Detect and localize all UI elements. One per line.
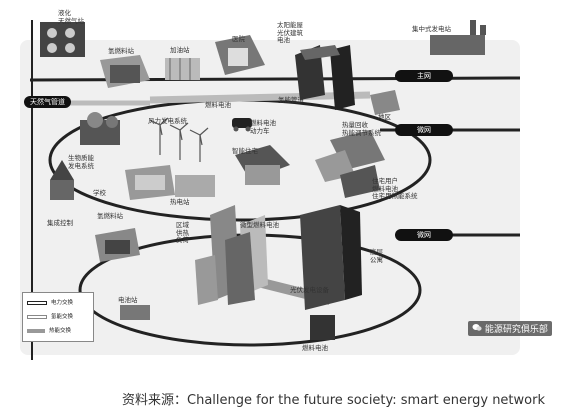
label-district: 地区 [378,113,391,121]
gas-station-icon [165,58,200,80]
label-wind-power: 风力发电系统 [148,117,187,125]
wind-turbines-icon [149,117,209,162]
label-zone-heat: 区域 供热 负荷 [176,221,189,244]
label-gas-station: 加油站 [170,46,190,54]
legend-row-hydrogen: 氢能交换 [27,312,73,320]
legend-row-heat: 热能交换 [27,326,71,334]
label-school: 学校 [93,189,106,197]
label-heat-pump: 热量回收 热能调节系统 [342,121,381,137]
wechat-icon [472,324,482,331]
tag-micro-grid-2: 微网 [395,229,453,241]
city-skyscrapers-icon [195,205,268,305]
lng-tank-icon [40,22,85,57]
source-caption: 资料来源：Challenge for the future society: s… [122,393,545,408]
label-fuel-cell-car: 燃料电池 动力车 [250,119,276,135]
label-hydrogen-station-bottom: 氢燃料站 [97,212,123,220]
biomass-plant-icon [80,112,120,145]
legend-row-power: 电力交换 [27,298,73,306]
school-icon [125,165,175,200]
label-fuel-cell-top: 燃料电池 [205,101,231,109]
label-hydrogen-pipe: 氢能管道 [278,96,304,104]
watermark: 能源研究俱乐部 [468,321,552,336]
fuel-cell-bottom-icon [310,315,335,340]
label-fuel-cell-bottom: 燃料电池 [302,344,328,352]
label-hydrogen-station-top: 氢燃料站 [108,47,134,55]
label-apartment: 高层 公寓 [370,248,383,264]
label-home-fuel-cell: 住宅用户 燃料电池 住宅用热能系统 [372,177,418,200]
legend-power-symbol [27,300,47,305]
label-cogeneration: 热电站 [170,198,190,206]
district-houses-icon [370,90,400,115]
diagram-background [20,40,520,355]
cogeneration-plant-icon [175,175,215,197]
tag-lng-pipeline: 天然气管道 [24,96,71,108]
label-solar-building: 太阳能屋 光伏建筑 电池 [277,21,303,44]
high-rise-apartment-icon [300,205,362,310]
label-solar-device: 光伏发电设备 [290,286,329,294]
smart-home-icon [235,145,290,185]
legend-hydrogen-symbol [27,314,47,319]
legend: 电力交换 氢能交换 热能交换 [22,292,94,342]
hydrogen-pipe-line [149,91,371,104]
control-center-icon [50,160,74,200]
label-smart-home: 智能住宅 [232,147,258,155]
tag-micro-grid-1: 微网 [395,124,453,136]
legend-hydrogen-label: 氢能交换 [51,314,74,320]
solar-buildings-icon [295,45,355,110]
hydrogen-station-top-icon [100,55,150,88]
legend-heat-label: 热能交换 [49,328,72,334]
tag-main-grid: 主网 [395,70,453,82]
hospital-icon [215,35,265,75]
smart-energy-network-diagram: 液化 天然气站 氢燃料站 加油站 医院 太阳能屋 光伏建筑 电池 集中式发电站 … [20,9,552,360]
hydrogen-station-bottom-icon [95,228,140,262]
residential-homes-icon [315,130,385,198]
battery-station-icon [120,305,150,320]
label-fuel-cell-mid: 微型燃料电池 [240,221,279,229]
label-lng-tank: 液化 天然气站 [58,9,84,25]
central-power-station-icon [430,20,486,55]
watermark-text: 能源研究俱乐部 [484,325,548,335]
legend-power-label: 电力交换 [51,300,74,306]
label-central-power: 集中式发电站 [412,25,451,33]
label-battery-station: 电池站 [118,296,138,304]
label-biomass: 生物质能 发电系统 [68,154,94,170]
label-control-center: 集成控制 [47,219,73,227]
legend-heat-symbol [27,328,45,333]
diagram-artwork [20,20,521,360]
fuel-cell-car-icon [232,118,252,132]
label-hospital: 医院 [232,35,245,43]
